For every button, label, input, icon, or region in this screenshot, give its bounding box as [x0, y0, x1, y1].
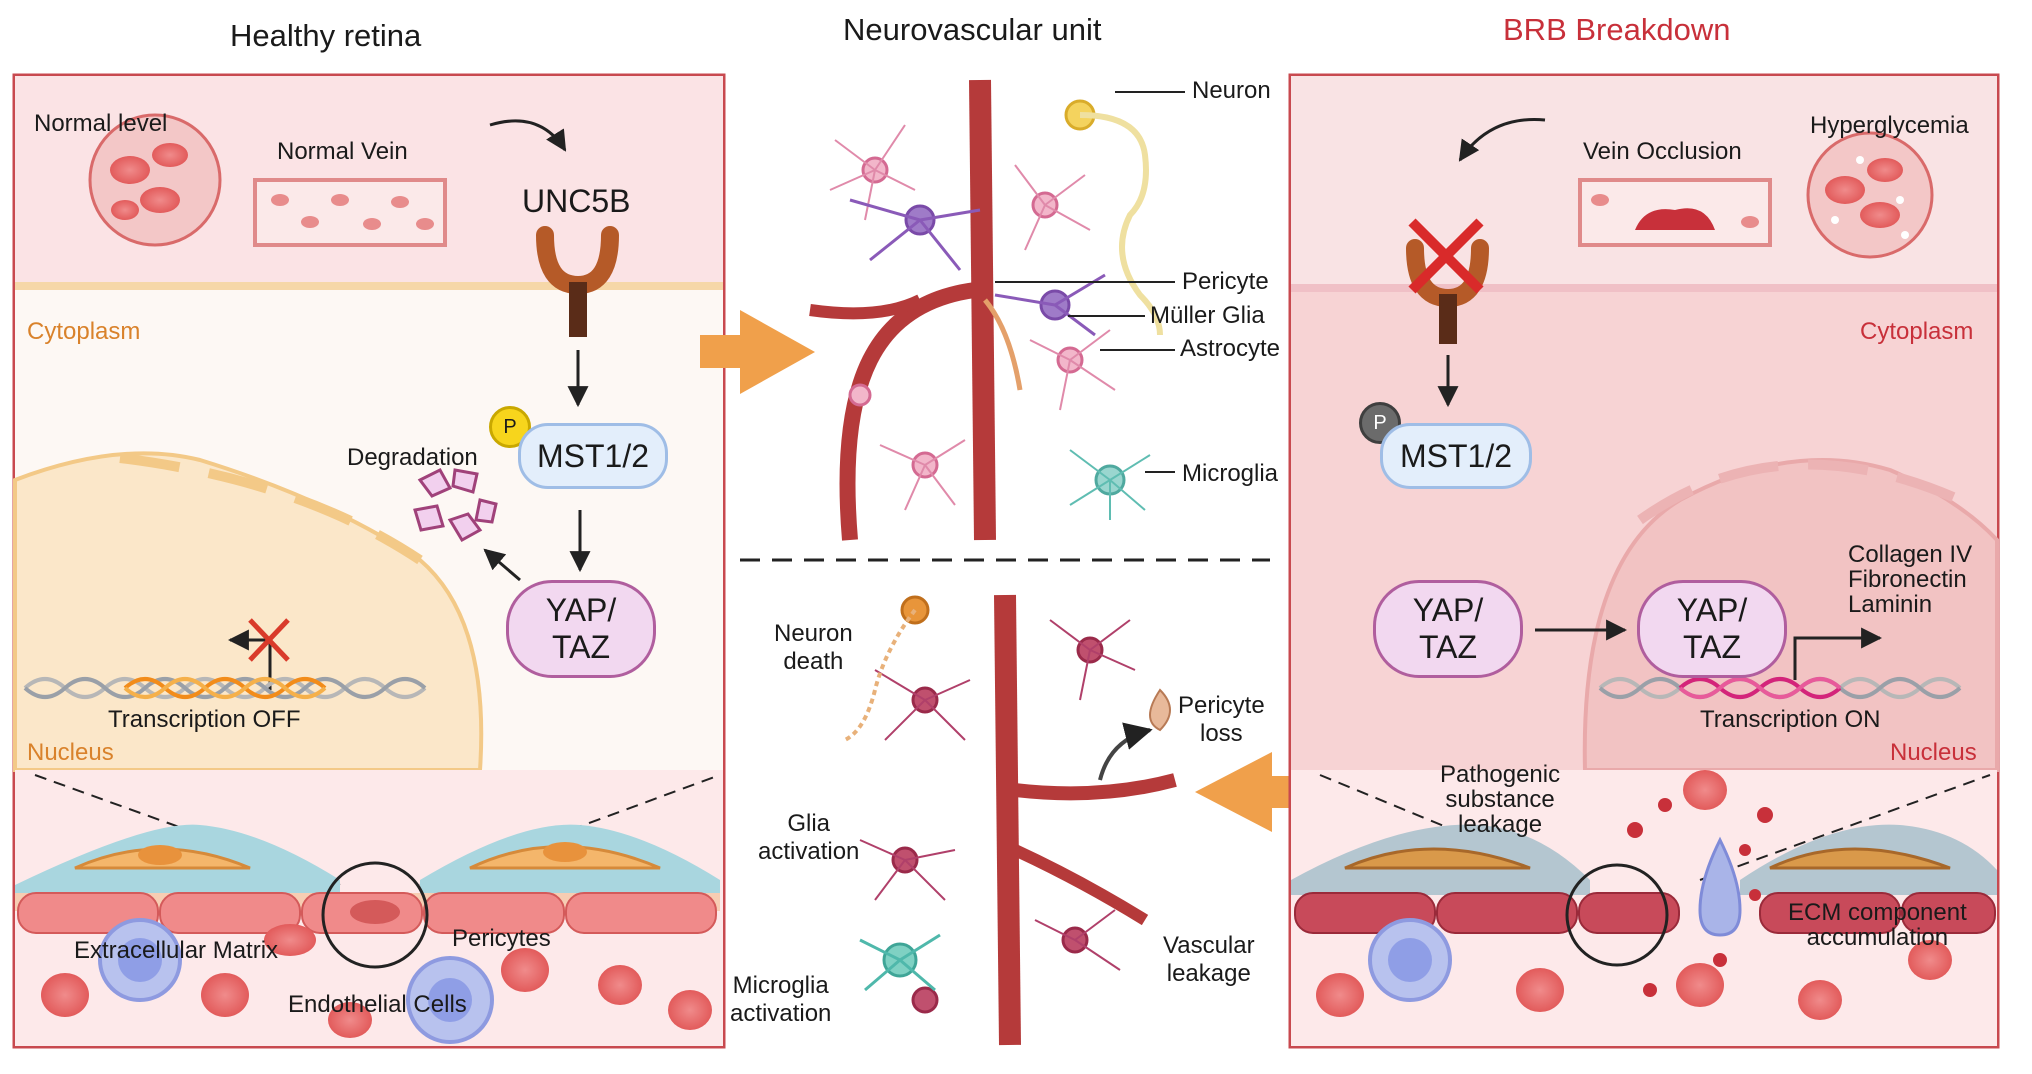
transcription-on-label: Transcription ON	[1700, 706, 1881, 733]
normal-vein-label: Normal Vein	[277, 138, 408, 165]
pericyte-label: Pericyte	[1182, 268, 1269, 295]
left-cytoplasm-label: Cytoplasm	[27, 318, 141, 345]
right-yap-taz-nucleus-pill: YAP/ TAZ	[1637, 580, 1787, 678]
normal-level-label: Normal level	[34, 110, 168, 137]
muller-glia-label: Müller Glia	[1150, 302, 1265, 329]
right-yap-taz-cytoplasm-pill: YAP/ TAZ	[1373, 580, 1523, 678]
neuron-death-label: Neuron death	[774, 620, 853, 675]
left-nucleus-label: Nucleus	[27, 739, 114, 766]
vein-occlusion-label: Vein Occlusion	[1583, 138, 1742, 165]
neuron-label: Neuron	[1192, 77, 1271, 104]
degradation-label: Degradation	[347, 444, 478, 471]
extracellular-matrix-label: Extracellular Matrix	[74, 937, 279, 964]
left-panel-title: Healthy retina	[230, 18, 422, 53]
right-panel	[1288, 73, 2000, 1049]
center-panel-title: Neurovascular unit	[843, 12, 1102, 47]
unc5b-label: UNC5B	[522, 183, 631, 219]
right-mst-pill: MST1/2	[1380, 423, 1532, 489]
hyperglycemia-label: Hyperglycemia	[1810, 112, 1969, 139]
microglia-label: Microglia	[1182, 460, 1279, 487]
left-mst-pill: MST1/2	[518, 423, 668, 489]
target-genes-label: Collagen IV Fibronectin Laminin	[1848, 541, 1973, 619]
right-cytoplasm-label: Cytoplasm	[1860, 318, 1974, 345]
left-yap-taz-pill: YAP/ TAZ	[506, 580, 656, 678]
left-panel	[12, 73, 726, 1049]
vascular-leakage-label: Vascular leakage	[1163, 932, 1255, 987]
right-nucleus-label: Nucleus	[1890, 739, 1977, 766]
ecm-accumulation-label: ECM component accumulation	[1788, 899, 1967, 952]
center-panel	[700, 79, 1305, 1046]
right-panel-title: BRB Breakdown	[1503, 12, 1731, 47]
astrocyte-label: Astrocyte	[1180, 335, 1281, 362]
transcription-off-label: Transcription OFF	[108, 706, 301, 733]
glia-activation-label: Glia activation	[758, 810, 860, 865]
microglia-activation-label: Microglia activation	[730, 972, 832, 1027]
pericytes-label: Pericytes	[452, 925, 551, 952]
pericyte-loss-label: Pericyte loss	[1178, 692, 1265, 747]
left-phospho-badge: P	[489, 406, 531, 448]
endothelial-cells-label: Endothelial Cells	[288, 991, 467, 1018]
pathogenic-leakage-label: Pathogenic substance leakage	[1440, 761, 1561, 839]
